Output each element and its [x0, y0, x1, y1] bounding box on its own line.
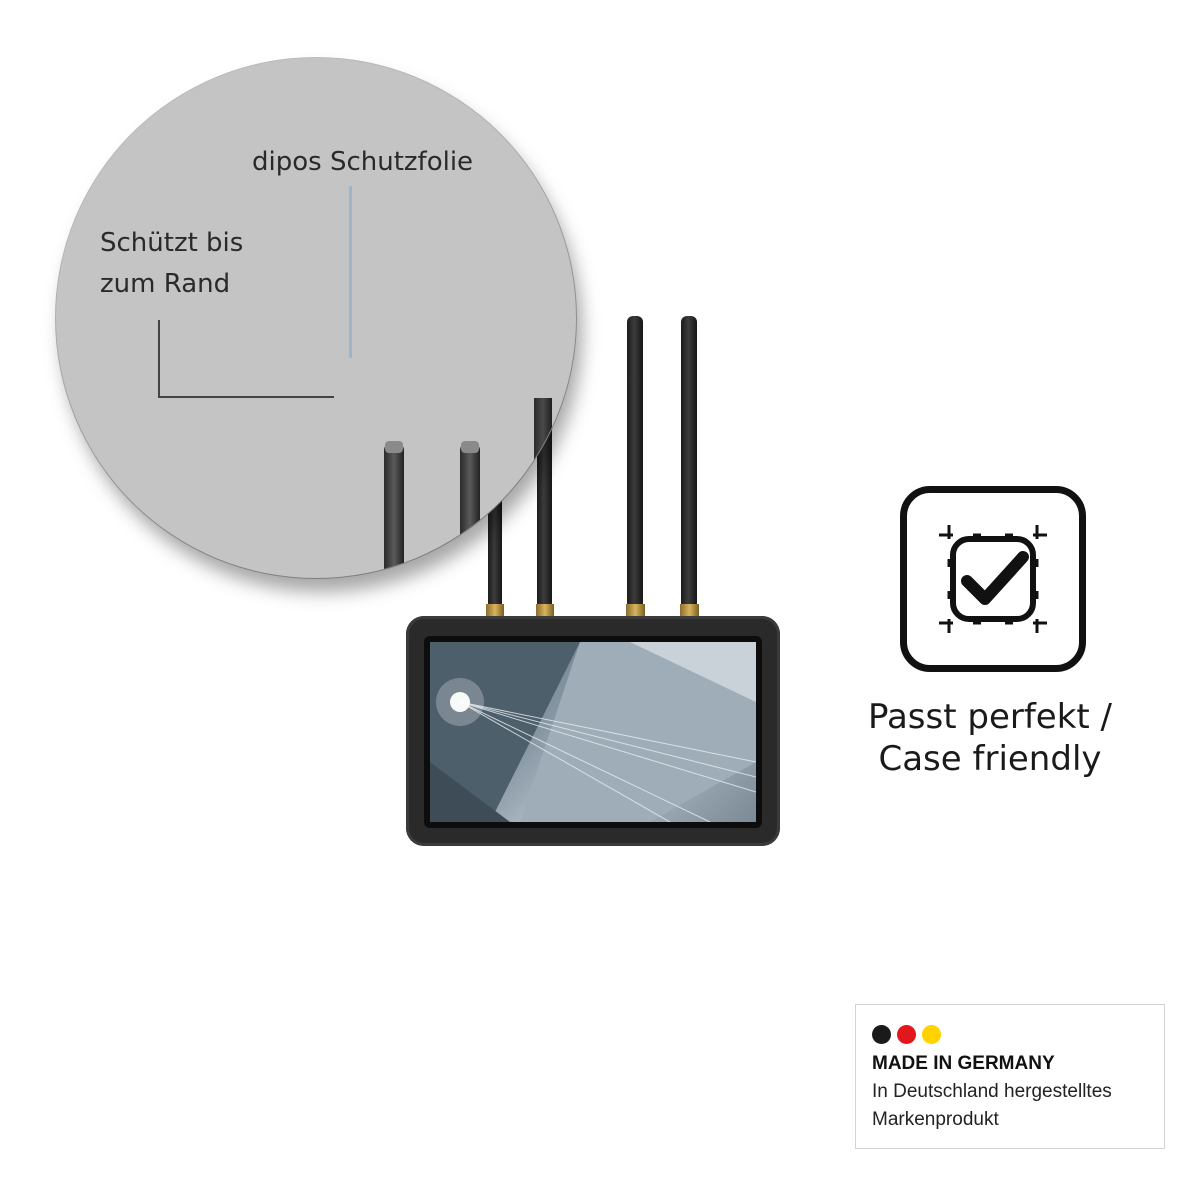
flag-dot-red: [897, 1025, 916, 1044]
flag-dot-black: [872, 1025, 891, 1044]
zoomed-antenna-1: [384, 444, 404, 578]
edge-label-line1: Schützt bis: [100, 228, 244, 258]
zoomed-antenna-cap-2: [461, 441, 479, 453]
caption-line1: Passt perfekt /: [867, 697, 1113, 737]
caption-line2: Case friendly: [878, 739, 1102, 779]
antenna-4: [681, 316, 697, 606]
film-indicator-line: [349, 186, 352, 358]
edge-indicator-horizontal: [158, 396, 334, 398]
film-label: dipos Schutzfolie: [252, 147, 474, 177]
zoomed-antenna-2: [460, 444, 480, 578]
screen-wallpaper: [430, 642, 756, 822]
antenna-2-connector: [536, 604, 554, 618]
zoomed-antenna-right: [534, 398, 552, 578]
antenna-4-connector: [680, 604, 699, 618]
made-in-germany-box: MADE IN GERMANY In Deutschland hergestel…: [855, 1004, 1165, 1149]
antenna-1-connector: [486, 604, 504, 618]
edge-indicator-vertical: [158, 320, 160, 398]
edge-label-line2: zum Rand: [100, 269, 231, 299]
zoomed-antenna-cap-1: [385, 441, 403, 453]
made-in-germany-line2: Markenprodukt: [872, 1109, 999, 1130]
case-friendly-badge: [900, 486, 1086, 672]
antenna-1: [488, 486, 502, 606]
tablet-screen: [430, 642, 756, 822]
antenna-3-connector: [626, 604, 645, 618]
antenna-3: [627, 316, 643, 606]
feature-caption: Passt perfekt / Case friendly: [840, 696, 1140, 780]
flag-dot-gold: [922, 1025, 941, 1044]
made-in-germany-title: MADE IN GERMANY: [872, 1053, 1055, 1074]
check-in-frame-icon: [939, 525, 1047, 633]
made-in-germany-line1: In Deutschland hergestelltes: [872, 1081, 1112, 1102]
zoom-magnifier: dipos Schutzfolie Schützt bis zum Rand: [56, 58, 576, 578]
